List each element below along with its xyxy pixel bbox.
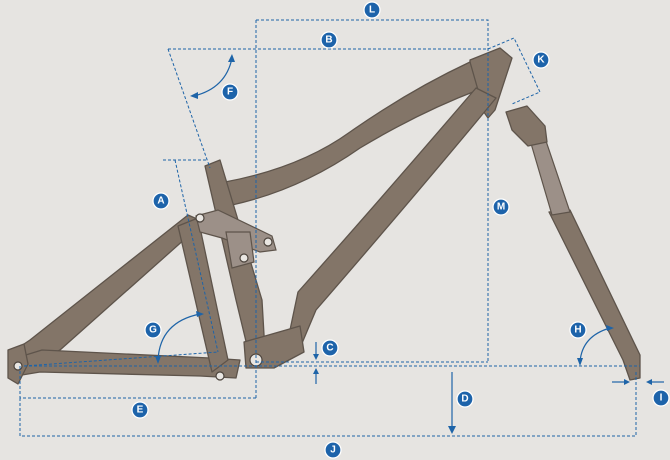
label-f-badge: F xyxy=(221,83,239,101)
label-a-badge: A xyxy=(152,192,170,210)
dimension-c-line xyxy=(24,361,640,367)
svg-text:I: I xyxy=(660,393,663,404)
label-k-badge: K xyxy=(532,51,550,69)
dimension-h-arrowhead-top xyxy=(606,325,614,331)
label-badges: L B K F A M G H xyxy=(131,1,670,459)
fork-lower-leg xyxy=(548,209,641,381)
dimension-c-arrowhead-bottom xyxy=(313,368,319,374)
dimension-f-arrowhead-top xyxy=(228,54,235,62)
bike-frame xyxy=(7,47,641,385)
dimension-l-line xyxy=(255,19,489,400)
fork-crown xyxy=(505,105,548,147)
svg-text:M: M xyxy=(497,202,505,213)
svg-text:G: G xyxy=(149,325,157,336)
label-d-badge: D xyxy=(456,390,474,408)
label-m-badge: M xyxy=(492,198,510,216)
chain-stay xyxy=(15,349,241,379)
svg-text:B: B xyxy=(325,35,332,46)
svg-text:L: L xyxy=(369,5,375,16)
svg-text:E: E xyxy=(137,405,144,416)
fork-stanchion xyxy=(529,137,571,216)
label-e-badge: E xyxy=(131,401,149,419)
seat-stay xyxy=(11,214,205,371)
rocker-pivot-rear xyxy=(195,213,205,223)
dimension-f-arc xyxy=(193,57,233,97)
svg-text:C: C xyxy=(326,343,333,354)
dimension-d-arrowhead xyxy=(448,426,456,434)
head-angle-line xyxy=(167,48,211,169)
svg-text:K: K xyxy=(537,55,545,66)
rear-axle-pivot xyxy=(13,361,23,371)
dimension-lines xyxy=(19,19,664,437)
dimension-g-arrowhead-top xyxy=(196,311,204,317)
label-l-badge: L xyxy=(363,1,381,19)
dimension-c-arrowhead-top xyxy=(313,354,319,360)
rocker-pivot-front xyxy=(263,237,273,247)
label-c-badge: C xyxy=(321,339,339,357)
dimension-h-arc xyxy=(579,327,611,363)
dimension-i-arrowhead-left xyxy=(624,379,630,385)
dimension-h-arrowhead-bottom xyxy=(577,358,583,366)
svg-text:D: D xyxy=(461,394,468,405)
label-g-badge: G xyxy=(144,321,162,339)
seat-stay-strut xyxy=(177,217,229,373)
svg-text:F: F xyxy=(227,87,233,98)
dimension-g-arrowhead-bottom xyxy=(155,356,161,364)
label-i-badge: I xyxy=(652,389,670,407)
dimension-i-arrowhead-right xyxy=(646,379,652,385)
rocker-pivot-main xyxy=(239,253,249,263)
dimension-a-line xyxy=(163,159,219,353)
svg-text:H: H xyxy=(574,325,581,336)
svg-text:A: A xyxy=(157,196,164,207)
dimension-f-arrowhead-left xyxy=(190,92,198,99)
label-j-badge: J xyxy=(324,441,342,459)
label-h-badge: H xyxy=(569,321,587,339)
dimension-j-line xyxy=(19,372,637,437)
chainstay-pivot xyxy=(215,371,225,381)
dimension-g-line xyxy=(23,351,219,367)
label-b-badge: B xyxy=(320,31,338,49)
svg-text:J: J xyxy=(330,445,336,456)
dimension-g-arc xyxy=(157,313,201,361)
